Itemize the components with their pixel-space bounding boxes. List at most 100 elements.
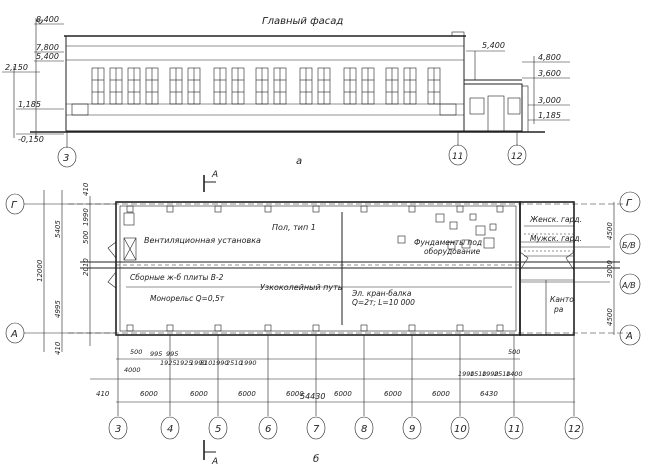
level-1185: 1,185 bbox=[18, 100, 41, 109]
facade-window bbox=[403, 67, 417, 105]
plan-column bbox=[264, 324, 272, 332]
svg-text:3000: 3000 bbox=[606, 260, 614, 278]
level-r-3000: 3,000 bbox=[538, 96, 561, 105]
facade-window bbox=[317, 67, 331, 105]
level-r-5400: 5,400 bbox=[482, 41, 505, 50]
plan-column bbox=[312, 205, 320, 213]
plan-axis-bottom-label: 4 bbox=[167, 424, 173, 435]
level-minus-0150: -0,150 bbox=[18, 135, 44, 144]
plan-axis-bottom bbox=[450, 416, 470, 440]
plan-axis-bottom bbox=[160, 416, 180, 440]
level-r-1185: 1,185 bbox=[538, 111, 561, 120]
label-foundations-1: Фундаменты под bbox=[414, 238, 482, 247]
dim-row1-value: 2510 bbox=[226, 359, 243, 367]
label-foundations-2: оборудование bbox=[424, 247, 481, 256]
plan-columns bbox=[126, 205, 504, 332]
facade-title: Главный фасад bbox=[262, 16, 343, 27]
dim-row1-value: 1925 bbox=[176, 359, 193, 367]
level-7800: 7,800 bbox=[36, 43, 59, 52]
facade-axis-12 bbox=[507, 144, 527, 166]
level-r-3600: 3,600 bbox=[538, 69, 561, 78]
plan-dims-right: 4500 3000 4500 bbox=[606, 202, 615, 335]
svg-text:11: 11 bbox=[452, 152, 463, 162]
svg-text:А: А bbox=[10, 329, 18, 340]
svg-text:4500: 4500 bbox=[606, 222, 614, 240]
facade-window bbox=[169, 67, 183, 105]
facade-window bbox=[255, 67, 269, 105]
plan-axis-right-a bbox=[619, 324, 641, 346]
plan-column bbox=[360, 205, 368, 213]
plan-axis-bottom-label: 3 bbox=[115, 424, 121, 435]
plan-axis-bottom-label: 8 bbox=[361, 424, 367, 435]
facade-window bbox=[213, 67, 227, 105]
plan-axis-bottom bbox=[108, 416, 128, 440]
svg-text:А: А bbox=[211, 170, 218, 180]
label-monorail: Монорельс Q=0,5т bbox=[150, 294, 225, 303]
plan-column bbox=[496, 205, 504, 213]
svg-text:500: 500 bbox=[82, 230, 90, 244]
facade-caption: а bbox=[296, 156, 302, 167]
label-vent: Вентиляционная установка bbox=[144, 236, 261, 245]
plan-axis-bottom-label: 12 bbox=[568, 424, 581, 435]
dim-row2-value: 6000 bbox=[432, 390, 450, 398]
dim-row1-value: 995 bbox=[166, 350, 178, 358]
label-pantry: Канто bbox=[550, 295, 574, 304]
facade-window bbox=[343, 67, 357, 105]
plan-column bbox=[214, 205, 222, 213]
svg-text:Г: Г bbox=[626, 198, 633, 209]
dim-total: 54430 bbox=[300, 392, 325, 401]
plan-axis-bottom bbox=[306, 416, 326, 440]
facade-window bbox=[385, 67, 399, 105]
plan-column bbox=[126, 324, 134, 332]
plan-axis-bottom-label: 7 bbox=[313, 424, 320, 435]
plan-column bbox=[264, 205, 272, 213]
facade-window bbox=[299, 67, 313, 105]
level-5400: 5,400 bbox=[36, 52, 59, 61]
label-floor: Пол, тип 1 bbox=[272, 223, 316, 232]
label-pantry-2: ра bbox=[553, 305, 564, 314]
facade-window bbox=[361, 67, 375, 105]
facade-axis-11 bbox=[448, 144, 468, 166]
level-r-4800: 4,800 bbox=[538, 53, 561, 62]
dim-row2-value: 6000 bbox=[334, 390, 352, 398]
svg-text:12: 12 bbox=[511, 152, 523, 162]
svg-text:5405: 5405 bbox=[54, 220, 62, 238]
svg-text:4500: 4500 bbox=[606, 308, 614, 326]
facade-levels-right: 5,400 4,800 3,600 3,000 1,185 bbox=[466, 41, 570, 124]
dim-row1-value: 1990 bbox=[482, 370, 499, 378]
dim-row1-value: 1990 bbox=[458, 370, 475, 378]
label-wardrobe-f: Женск. гард. bbox=[529, 215, 582, 224]
plan-column bbox=[312, 324, 320, 332]
plan-axis-left-a bbox=[5, 322, 25, 344]
facade-annex bbox=[463, 83, 523, 132]
dim-row1-value: 1990 bbox=[240, 359, 257, 367]
label-track: Узкоколейный путь bbox=[260, 283, 343, 292]
facade-window bbox=[109, 67, 123, 105]
dim-row1-value: 995 bbox=[150, 350, 162, 358]
plan-axis-right-g bbox=[619, 191, 641, 213]
svg-text:410: 410 bbox=[82, 182, 90, 196]
facade-windows bbox=[71, 67, 457, 116]
plan-column bbox=[126, 205, 134, 213]
plan-axis-bottom bbox=[564, 416, 584, 440]
section-mark-top: А bbox=[203, 170, 218, 192]
svg-text:4995: 4995 bbox=[54, 300, 62, 318]
plan-view: А bbox=[5, 170, 641, 467]
svg-text:А: А bbox=[625, 331, 633, 342]
dim-row2-value: 6000 bbox=[286, 390, 304, 398]
level-2150: 2,150 bbox=[5, 63, 28, 72]
dim-row2-value: 6000 bbox=[238, 390, 256, 398]
plan-axis-bottom bbox=[354, 416, 374, 440]
label-wardrobe-m: Мужск. гард. bbox=[530, 234, 582, 243]
plan-vent-unit bbox=[123, 237, 137, 261]
facade-view: Главный фасад 8,400 7,800 5,400 2,150 bbox=[2, 15, 570, 168]
plan-axis-bottom bbox=[402, 416, 422, 440]
dim-row1-value: 2510 bbox=[494, 370, 511, 378]
plan-column bbox=[166, 324, 174, 332]
